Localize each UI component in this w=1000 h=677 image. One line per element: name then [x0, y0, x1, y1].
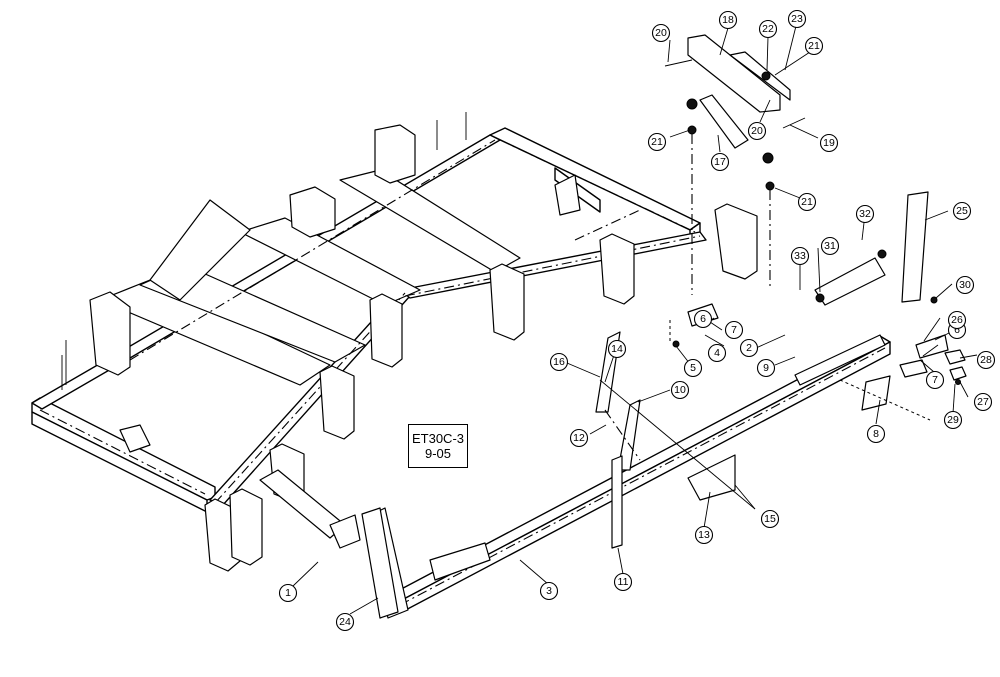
callout-22: 22: [758, 19, 778, 39]
svg-text:1: 1: [285, 587, 291, 599]
callout-18: 18: [718, 10, 738, 30]
svg-text:33: 33: [794, 250, 806, 262]
svg-text:25: 25: [956, 205, 968, 217]
callout-17: 17: [710, 152, 730, 172]
svg-text:27: 27: [977, 396, 989, 408]
callout-4: 4: [707, 343, 727, 363]
svg-text:29: 29: [947, 414, 959, 426]
studs: [61, 112, 467, 390]
drawing-date: 9-05: [424, 446, 452, 461]
svg-text:9: 9: [763, 362, 769, 374]
svg-text:31: 31: [824, 240, 836, 252]
svg-text:28: 28: [980, 354, 992, 366]
callout-26: 26: [947, 310, 967, 330]
callout-10: 10: [670, 380, 690, 400]
callout-14: 14: [607, 339, 627, 359]
front-cylinder-assembly: [361, 191, 931, 619]
callout-13: 13: [694, 525, 714, 545]
svg-text:8: 8: [873, 428, 879, 440]
drawing-label-box: ET30C-3 9-05: [408, 424, 468, 468]
callout-33: 33: [790, 246, 810, 266]
callout-7b: 7: [925, 370, 945, 390]
callout-8: 8: [866, 424, 886, 444]
svg-text:32: 32: [859, 208, 871, 220]
svg-text:11: 11: [618, 576, 629, 588]
callout-15: 15: [760, 509, 780, 529]
svg-text:4: 4: [714, 347, 720, 359]
callout-9: 9: [756, 358, 776, 378]
svg-text:19: 19: [823, 137, 835, 149]
callout-32: 32: [855, 204, 875, 224]
svg-text:13: 13: [698, 529, 710, 541]
callout-1: 1: [278, 583, 298, 603]
callout-29: 29: [943, 410, 963, 430]
svg-text:23: 23: [791, 13, 803, 25]
callout-24: 24: [335, 612, 355, 632]
svg-text:12: 12: [573, 432, 585, 444]
svg-text:3: 3: [546, 585, 552, 597]
callout-16: 16: [549, 352, 569, 372]
callout-2: 2: [739, 338, 759, 358]
svg-text:7: 7: [932, 374, 938, 386]
callout-25: 25: [952, 201, 972, 221]
callout-11: 11: [613, 572, 633, 592]
callout-20a: 20: [651, 23, 671, 43]
callout-21c: 21: [804, 36, 824, 56]
svg-text:20: 20: [655, 27, 667, 39]
svg-text:24: 24: [339, 616, 351, 628]
svg-text:7: 7: [731, 324, 737, 336]
callout-6a: 6: [693, 309, 713, 329]
callout-27: 27: [973, 392, 993, 412]
svg-text:22: 22: [762, 23, 774, 35]
svg-text:21: 21: [801, 196, 813, 208]
svg-text:17: 17: [714, 156, 726, 168]
svg-text:16: 16: [553, 356, 565, 368]
callout-23: 23: [787, 9, 807, 29]
callout-19: 19: [819, 133, 839, 153]
callout-20b: 20: [747, 121, 767, 141]
callout-30: 30: [955, 275, 975, 295]
svg-text:10: 10: [674, 384, 686, 396]
svg-text:18: 18: [722, 14, 734, 26]
svg-text:21: 21: [651, 136, 663, 148]
rear-cylinder-assembly: [664, 34, 806, 295]
callout-5: 5: [683, 358, 703, 378]
callout-28: 28: [976, 350, 996, 370]
callout-7a: 7: [724, 320, 744, 340]
callout-balloons: 1 2 3 4 5 6 6 7 7 8 9 10 11 12 13 14 15 …: [278, 9, 996, 632]
svg-text:6: 6: [954, 324, 960, 336]
svg-text:30: 30: [959, 279, 971, 291]
svg-text:14: 14: [611, 343, 623, 355]
drawing-code: ET30C-3: [411, 431, 465, 446]
svg-text:26: 26: [951, 314, 963, 326]
svg-text:5: 5: [690, 362, 696, 374]
svg-text:15: 15: [764, 513, 776, 525]
callout-21a: 21: [647, 132, 667, 152]
callout-12: 12: [569, 428, 589, 448]
callout-31: 31: [820, 236, 840, 256]
svg-text:2: 2: [746, 342, 752, 354]
svg-text:6: 6: [700, 313, 706, 325]
leader-lines: [292, 25, 978, 615]
svg-text:21: 21: [808, 40, 820, 52]
callout-3: 3: [539, 581, 559, 601]
svg-text:20: 20: [751, 125, 763, 137]
callout-21b: 21: [797, 192, 817, 212]
